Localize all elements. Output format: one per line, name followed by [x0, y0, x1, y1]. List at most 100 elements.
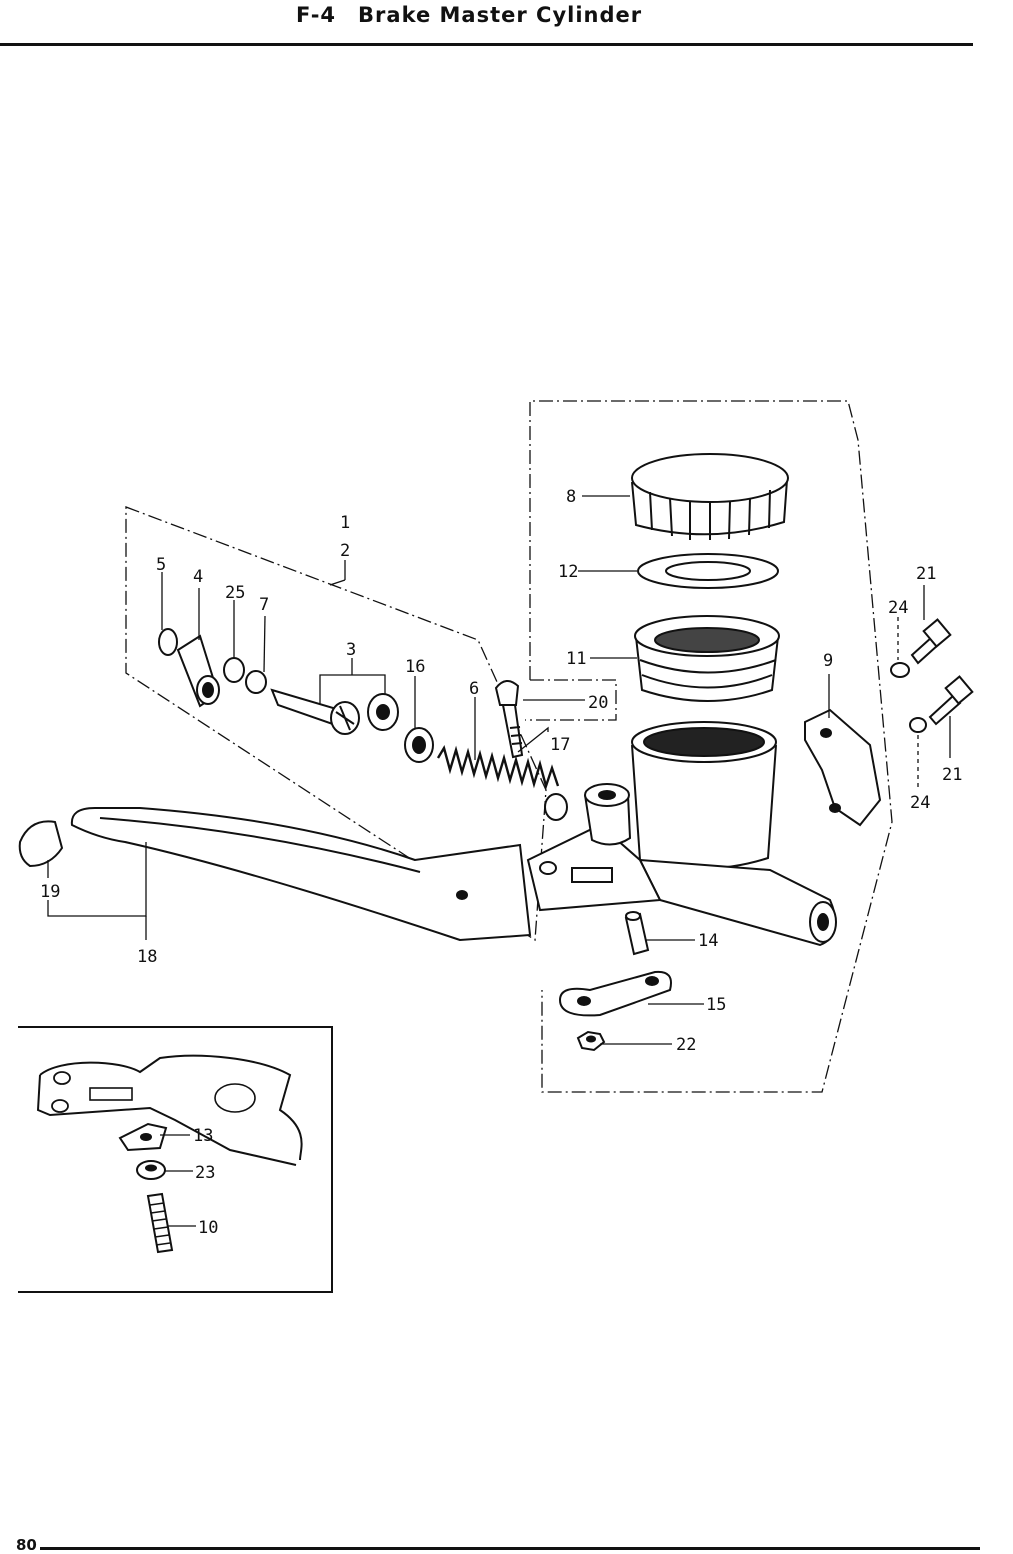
banjo-boss: [584, 794, 632, 846]
page-title: F-4 Brake Master Cylinder: [296, 3, 642, 27]
reservoir-cup: [631, 744, 777, 870]
pivot-plate-hole-a: [577, 996, 591, 1006]
callout-19: 19: [40, 882, 60, 902]
adjusting-bolt-10: [146, 1192, 174, 1254]
lever-boot-19: [18, 820, 64, 868]
piston-cup-4: [176, 634, 220, 708]
callout-21-upper: 21: [916, 564, 936, 584]
piston-group-outline: [125, 506, 547, 942]
return-spring-6: [436, 744, 560, 791]
piston-vanes: [335, 705, 355, 731]
callout-8: 8: [566, 487, 576, 507]
pin-group-outline: [525, 679, 617, 721]
callout-6: 6: [469, 679, 479, 699]
inset-slot: [89, 1087, 133, 1101]
master-cylinder-body: [526, 721, 837, 947]
callout-16: 16: [405, 657, 425, 677]
diaphragm-folds: [639, 659, 777, 689]
page-footer: 80: [0, 1515, 1013, 1554]
lever-pivot-hole: [456, 890, 468, 900]
diaphragm-plate-opening: [665, 561, 751, 581]
group-outlines: [125, 400, 893, 1093]
inset-bolt-hole-lower: [51, 1099, 69, 1113]
callout-5: 5: [156, 555, 166, 575]
diaphragm-inner: [654, 627, 760, 653]
brake-lever-18: [70, 807, 532, 942]
pivot-bolt-thread: [509, 726, 523, 745]
pivot-pin-top: [625, 911, 641, 921]
piston-3: [270, 688, 399, 735]
washer-25: [223, 657, 245, 683]
reservoir-group-outline: [529, 400, 893, 1093]
upper-bolt-head: [922, 618, 952, 648]
check-valve: [544, 793, 568, 821]
cylinder-bore: [638, 858, 837, 947]
inset-bolt-hole: [53, 1071, 71, 1085]
cylinder-outlet-hole: [817, 913, 829, 931]
callout-10: 10: [198, 1218, 218, 1238]
clamp-bolt-21-lower: [928, 675, 974, 726]
hex-nut-hole: [586, 1035, 596, 1043]
callout-3: 3: [346, 640, 356, 660]
pivot-plate-hole-b: [645, 976, 659, 986]
callout-11: 11: [566, 649, 586, 669]
page-header: F-4 Brake Master Cylinder: [0, 0, 1013, 50]
callout-24-lower: 24: [910, 793, 930, 813]
banjo-boss-hole: [598, 790, 616, 800]
clamp-hole-lower: [829, 803, 841, 813]
pivot-bolt-shank: [501, 704, 524, 759]
callout-18: 18: [137, 947, 157, 967]
callout-15: 15: [706, 995, 726, 1015]
brake-lever-body: [70, 807, 532, 942]
inset-fork: [36, 1074, 297, 1166]
circlip-5: [158, 628, 178, 656]
bracket-pivot-hole: [539, 861, 557, 875]
washer-7: [245, 670, 267, 694]
callout-4: 4: [193, 567, 203, 587]
stopper-plate-hole: [140, 1133, 152, 1141]
primary-cup-16: [404, 727, 434, 763]
callout-labels: 1 2 3 4 5 6 7 8 9 10 11 12 13 14 15 16 1…: [40, 487, 962, 1238]
footer-rule: [40, 1547, 980, 1550]
callout-1: 1: [340, 513, 350, 533]
section-code: F-4: [296, 3, 337, 27]
clamp-hole: [820, 728, 832, 738]
callout-14: 14: [698, 931, 718, 951]
leader-lines: [47, 495, 951, 1227]
callout-25: 25: [225, 583, 245, 603]
cap-ribs: [649, 489, 771, 540]
piston-seal-hole: [376, 704, 390, 720]
lower-bolt-head: [944, 675, 974, 705]
callout-9: 9: [823, 651, 833, 671]
bracket-slot: [571, 867, 613, 883]
diaphragm-11: [634, 615, 780, 702]
pivot-bolt-20: [494, 680, 524, 759]
inset-boss: [214, 1083, 256, 1113]
washer-24-lower: [909, 717, 927, 733]
inset-body-part: [39, 1054, 303, 1161]
piston-cup-opening: [202, 682, 214, 698]
callout-23: 23: [195, 1163, 215, 1183]
clamp-body: [804, 708, 882, 827]
clamp-bolt-21-upper: [910, 618, 952, 665]
callout-24-upper: 24: [888, 598, 908, 618]
inset-detail: [18, 1026, 333, 1293]
callout-13: 13: [193, 1126, 213, 1146]
callout-7: 7: [259, 595, 269, 615]
callout-21-lower: 21: [942, 765, 962, 785]
inset-frame: [18, 1026, 333, 1293]
page-number: 80: [16, 1536, 37, 1554]
callout-22: 22: [676, 1035, 696, 1055]
primary-cup-hole: [412, 736, 426, 754]
callout-12: 12: [558, 562, 578, 582]
cap-top: [631, 453, 789, 503]
callout-17: 17: [550, 735, 570, 755]
header-rule: [0, 43, 973, 46]
callout-20: 20: [588, 693, 608, 713]
adjusting-bolt-thread: [149, 1202, 171, 1246]
section-title: Brake Master Cylinder: [358, 3, 643, 27]
reservoir-cup-inner: [643, 727, 765, 757]
handlebar-clamp-9: [804, 708, 882, 827]
parts: [18, 453, 974, 1052]
